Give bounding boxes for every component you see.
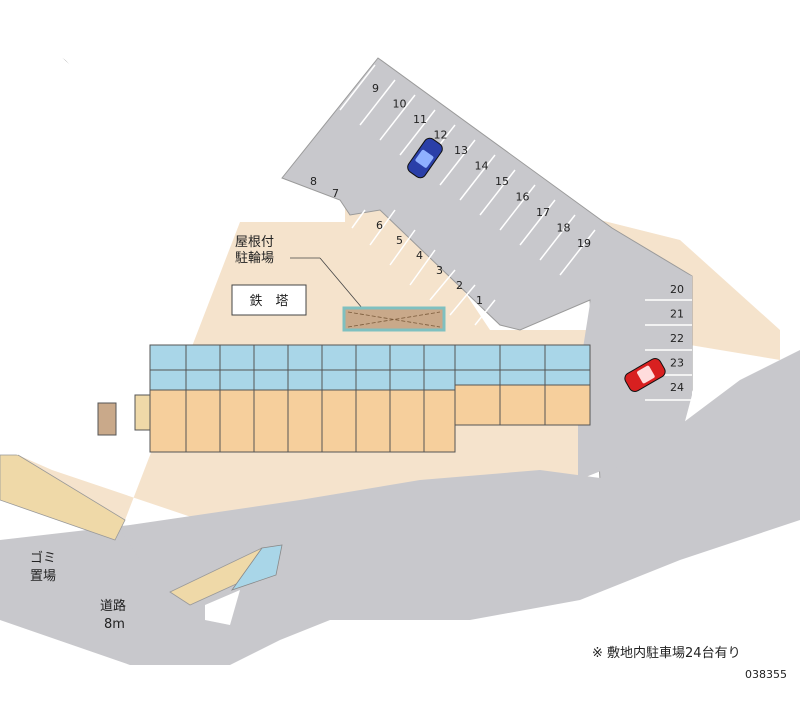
stall-number-14: 14 [475,160,489,173]
stall-number-12: 12 [434,129,448,142]
tower-box [231,284,307,316]
apartment-building [97,344,591,453]
stall-number-21: 21 [670,308,684,321]
bike-shelter-label-1: 屋根付 [235,235,274,250]
stall-number-2: 2 [456,279,463,292]
stall-number-19: 19 [577,237,591,250]
stall-number-6: 6 [376,219,383,232]
upper-stall-numbers: 9 10 11 12 13 14 15 16 17 18 19 [372,82,591,250]
blue-car-icon [407,137,443,179]
driveway [120,440,600,560]
right-stall-numbers: 20 21 22 23 24 [670,283,684,394]
stall-number-23: 23 [670,357,684,370]
stall-number-17: 17 [536,206,550,219]
neighbor-lot [0,0,240,455]
stall-number-9: 9 [372,82,379,95]
planter [230,544,283,591]
stall-number-16: 16 [516,191,530,204]
stall-number-20: 20 [670,283,684,296]
tower-label: 鉄 塔 [249,294,288,309]
sidewalk-left [0,454,126,541]
stall-number-11: 11 [413,113,427,126]
white-island [205,590,240,625]
stall-number-5: 5 [396,234,403,247]
stall-number-10: 10 [393,98,407,111]
stall-number-3: 3 [436,264,443,277]
stall-number-1: 1 [476,294,483,307]
parking-footnote: ※ 敷地内駐車場24台有り [592,645,741,661]
stall-number-18: 18 [557,222,571,235]
upper-stall-lines [339,64,596,276]
stall-number-24: 24 [670,381,684,394]
stall-number-15: 15 [495,175,509,188]
lower-stall-lines [351,209,496,326]
red-car-icon [624,358,666,392]
garbage-label-1: ゴミ [30,550,56,566]
road-label-2: 8m [104,617,125,632]
garbage-label-2: 置場 [30,569,56,584]
stall-number-22: 22 [670,332,684,345]
left-stall-numbers: 87 [310,175,339,200]
property-id: 038355 [745,668,787,681]
stall-number-8: 8 [310,175,317,188]
stall-number-7: 7 [332,187,339,200]
road-label-1: 道路 [100,598,126,614]
stall-number-4: 4 [416,249,423,262]
stall-number-13: 13 [454,144,468,157]
bike-shelter-label-2: 駐輪場 [235,250,274,266]
bike-shelter [342,306,446,332]
